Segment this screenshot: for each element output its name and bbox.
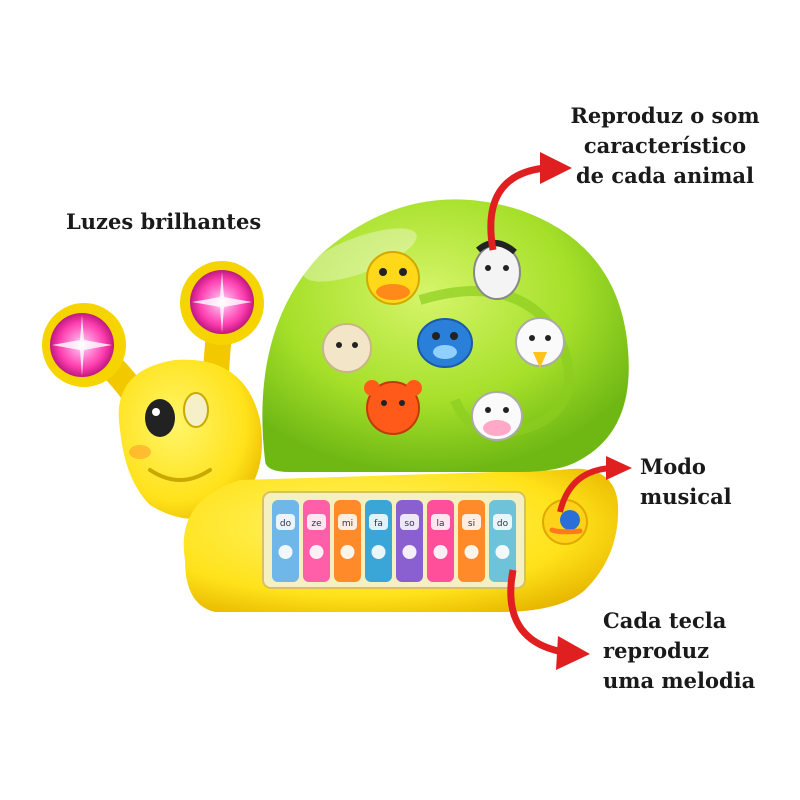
caption-line: reproduz	[603, 638, 710, 663]
key-label: so	[404, 519, 415, 529]
arrow-mode	[557, 465, 613, 513]
key-label: mi	[342, 519, 353, 529]
animal-buttons	[322, 240, 565, 441]
horse-icon[interactable]	[473, 240, 521, 300]
key-label: fa	[374, 519, 383, 529]
cow-icon[interactable]	[471, 391, 523, 441]
key-label: do	[497, 519, 509, 529]
snail-head	[118, 359, 263, 519]
piano-key[interactable]: so	[396, 500, 423, 582]
piano-key[interactable]: la	[427, 500, 454, 582]
caption-line: Reproduz o som	[570, 103, 760, 128]
piano-key[interactable]: mi	[334, 500, 361, 582]
piano-key[interactable]: do	[272, 500, 299, 582]
piano-key[interactable]: ze	[303, 500, 330, 582]
snail-eye-left	[145, 399, 175, 437]
caption-mode: Modo musical	[640, 452, 732, 512]
key-label: la	[436, 519, 444, 529]
key-label: ze	[311, 519, 322, 529]
arrow-sound	[487, 164, 546, 251]
snail-icon	[549, 510, 583, 535]
piano-key[interactable]: do	[489, 500, 516, 582]
piano-key[interactable]: fa	[365, 500, 392, 582]
keyboard-tray	[262, 491, 526, 589]
bird-icon[interactable]	[515, 317, 565, 368]
piano-keys: do ze mi fa so la si do	[272, 500, 516, 582]
key-label: do	[280, 519, 292, 529]
mode-button[interactable]	[542, 499, 588, 545]
caption-line: Luzes brilhantes	[66, 209, 262, 234]
key-label: si	[468, 519, 475, 529]
glowing-lights	[50, 270, 254, 377]
caption-line: uma melodia	[603, 668, 756, 693]
caption-keys: Cada tecla reproduz uma melodia	[603, 606, 755, 696]
dog-icon[interactable]	[417, 318, 473, 368]
caption-line: musical	[640, 484, 732, 509]
annotation-arrows	[487, 152, 632, 670]
duck-icon[interactable]	[366, 251, 420, 305]
sheep-icon[interactable]	[322, 323, 372, 373]
caption-lights: Luzes brilhantes	[66, 207, 261, 237]
bear-icon[interactable]	[364, 380, 422, 435]
caption-line: de cada animal	[575, 163, 754, 188]
caption-line: Cada tecla	[603, 608, 727, 633]
caption-sound: Reproduz o som característico de cada an…	[570, 101, 760, 191]
caption-line: característico	[583, 133, 747, 158]
piano-key[interactable]: si	[458, 500, 485, 582]
snail-eye-right	[183, 392, 209, 428]
arrow-keys	[507, 569, 564, 656]
caption-line: Modo	[640, 454, 706, 479]
